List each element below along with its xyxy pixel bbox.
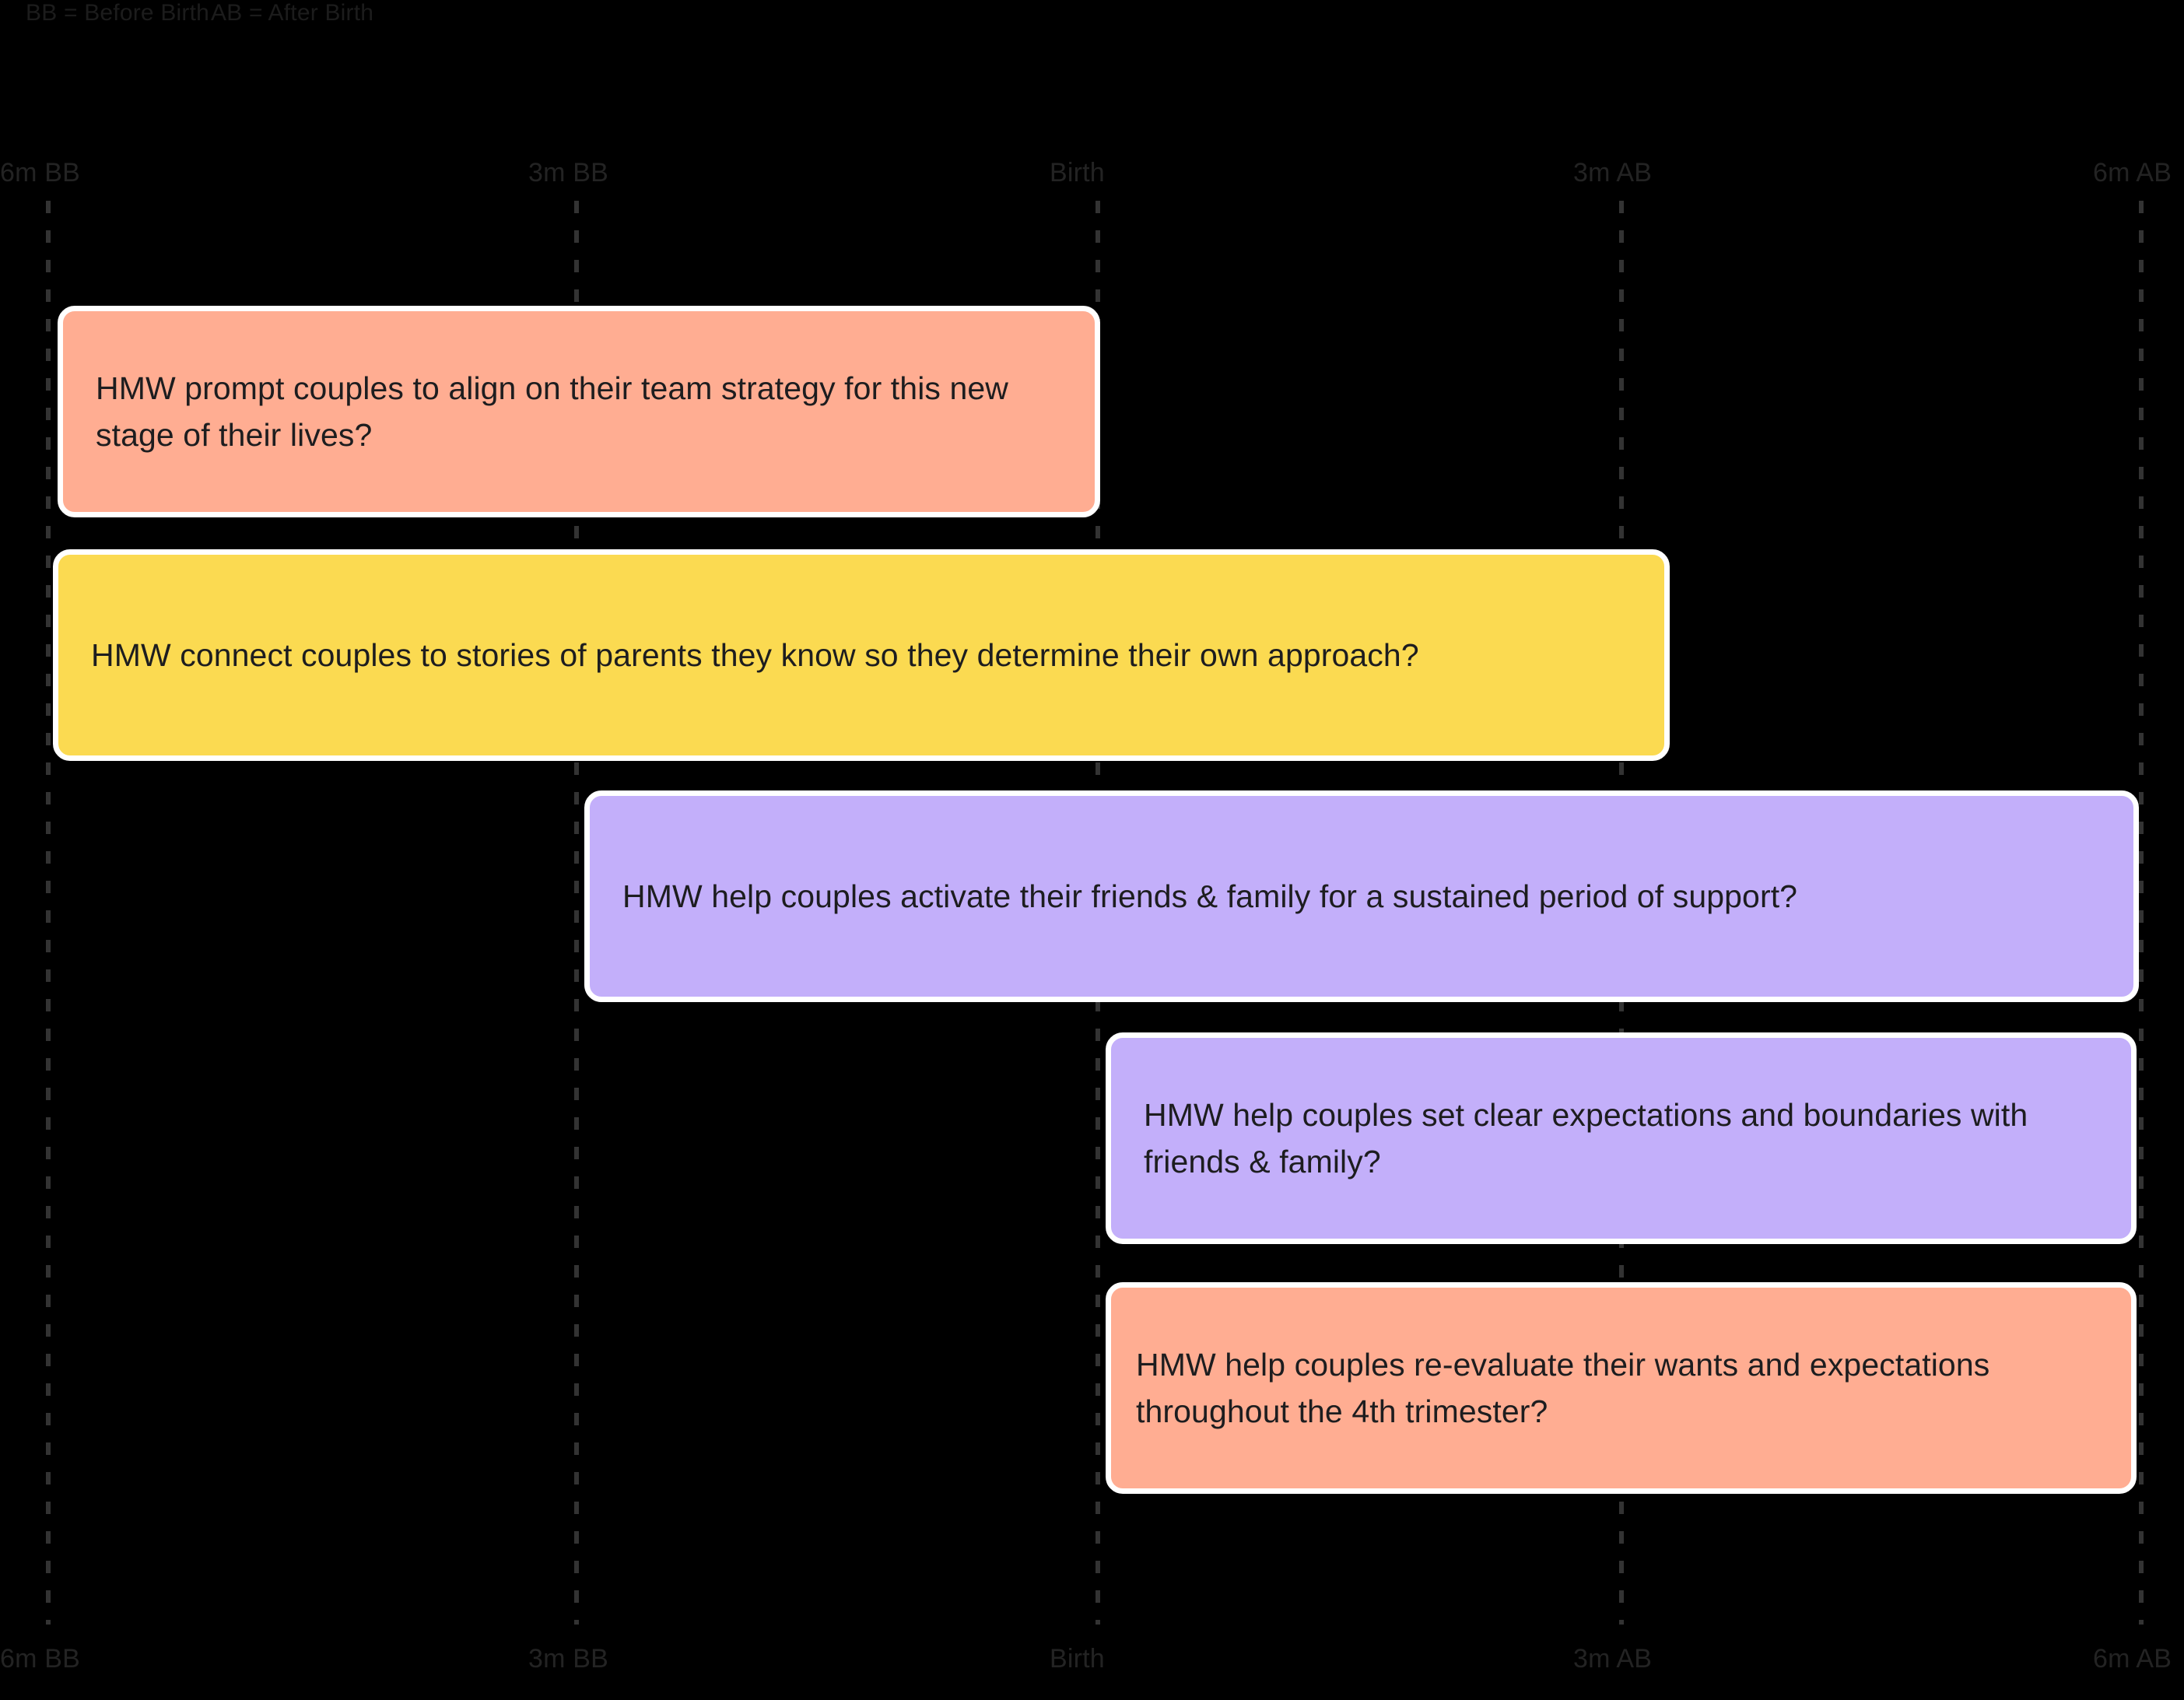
timeline-rail-6m-ab <box>2139 201 2144 1625</box>
hmw-card[interactable]: HMW help couples set clear expectations … <box>1106 1032 2137 1244</box>
axis-top-label-6m-ab: 6m AB <box>2093 158 2172 188</box>
timeline-rail-3m-bb <box>574 201 579 1625</box>
hmw-card-text: HMW prompt couples to align on their tea… <box>96 370 1009 453</box>
axis-top-label-3m-ab: 3m AB <box>1573 158 1653 188</box>
timeline-rail-6m-bb <box>46 201 51 1625</box>
legend: BB = Before Birth AB = After Birth <box>0 0 2184 31</box>
hmw-card-text: HMW help couples set clear expectations … <box>1144 1096 2028 1179</box>
hmw-card[interactable]: HMW help couples activate their friends … <box>584 790 2139 1002</box>
hmw-card[interactable]: HMW prompt couples to align on their tea… <box>58 306 1100 517</box>
axis-top-label-6m-bb: 6m BB <box>0 158 81 188</box>
axis-bottom-label-3m-ab: 3m AB <box>1573 1644 1653 1674</box>
hmw-card-text: HMW connect couples to stories of parent… <box>91 636 1419 673</box>
axis-bottom-label-6m-ab: 6m AB <box>2093 1644 2172 1674</box>
hmw-card-text: HMW help couples re-evaluate their wants… <box>1136 1346 1990 1429</box>
axis-top-label-3m-bb: 3m BB <box>528 158 609 188</box>
hmw-card[interactable]: HMW connect couples to stories of parent… <box>53 549 1670 761</box>
axis-bottom-label-3m-bb: 3m BB <box>528 1644 609 1674</box>
axis-bottom-label-6m-bb: 6m BB <box>0 1644 81 1674</box>
hmw-card-text: HMW help couples activate their friends … <box>622 878 1798 914</box>
hmw-card[interactable]: HMW help couples re-evaluate their wants… <box>1106 1282 2137 1494</box>
axis-top-label-birth: Birth <box>1050 158 1105 188</box>
legend-before-birth: BB = Before Birth <box>26 0 210 26</box>
axis-bottom-label-birth: Birth <box>1050 1644 1105 1674</box>
legend-after-birth: AB = After Birth <box>211 0 374 26</box>
